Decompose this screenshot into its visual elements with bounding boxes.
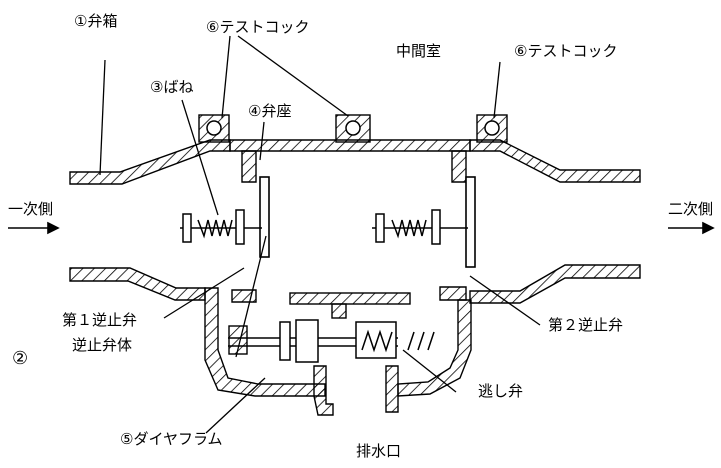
label-check-valve-body: 逆止弁体: [72, 336, 133, 354]
label-secondary-side: 二次側: [668, 200, 714, 218]
first-check-valve-disc: [259, 176, 270, 258]
test-cock-valves: [206, 120, 500, 136]
valve-seat-left-upper: [241, 150, 257, 183]
label-first-check-valve: 第１逆止弁: [62, 311, 138, 329]
valve-seat-right-lower: [439, 286, 467, 301]
label-spring: ③ばね: [150, 78, 194, 96]
label-primary-side: 一次側: [8, 200, 54, 218]
label-valve-seat: ④弁座: [248, 102, 292, 120]
relief-valve-seat-stub: [331, 303, 347, 319]
valve-body-walls: [69, 114, 641, 416]
label-drain-port: 排水口: [356, 442, 402, 460]
first-spring-assembly: [180, 209, 262, 245]
secondary-arrowhead: [702, 221, 715, 235]
inlet-pipe-bottom-wall: [69, 267, 206, 301]
drain-flange-right: [385, 365, 399, 413]
second-check-valve-disc: [465, 176, 476, 268]
valve-seat-right-upper: [451, 150, 467, 183]
primary-arrowhead: [47, 221, 60, 235]
flow-arrows: [8, 221, 715, 235]
label-intermediate-chamber: 中間室: [396, 42, 442, 60]
label-second-check-valve: 第２逆止弁: [548, 316, 624, 334]
label-test-cock-center: ⑥テストコック: [206, 18, 310, 36]
label-valve-box: ①弁箱: [74, 12, 118, 30]
drain-flange-left: [313, 365, 334, 416]
test-cock-boss-center: [335, 114, 371, 143]
outlet-pipe-bottom-wall: [469, 264, 641, 304]
outlet-pipe-top-wall: [469, 139, 641, 183]
second-spring-assembly: [372, 209, 468, 245]
relief-valve-seat: [289, 292, 411, 305]
label-number-two: ②: [12, 348, 29, 369]
label-diaphragm: ⑤ダイヤフラム: [120, 430, 223, 448]
diaphragm-assembly: [228, 319, 435, 363]
label-test-cock-right: ⑥テストコック: [514, 42, 618, 60]
label-relief-valve: 逃し弁: [478, 382, 524, 400]
leader-lines: [99, 35, 541, 434]
